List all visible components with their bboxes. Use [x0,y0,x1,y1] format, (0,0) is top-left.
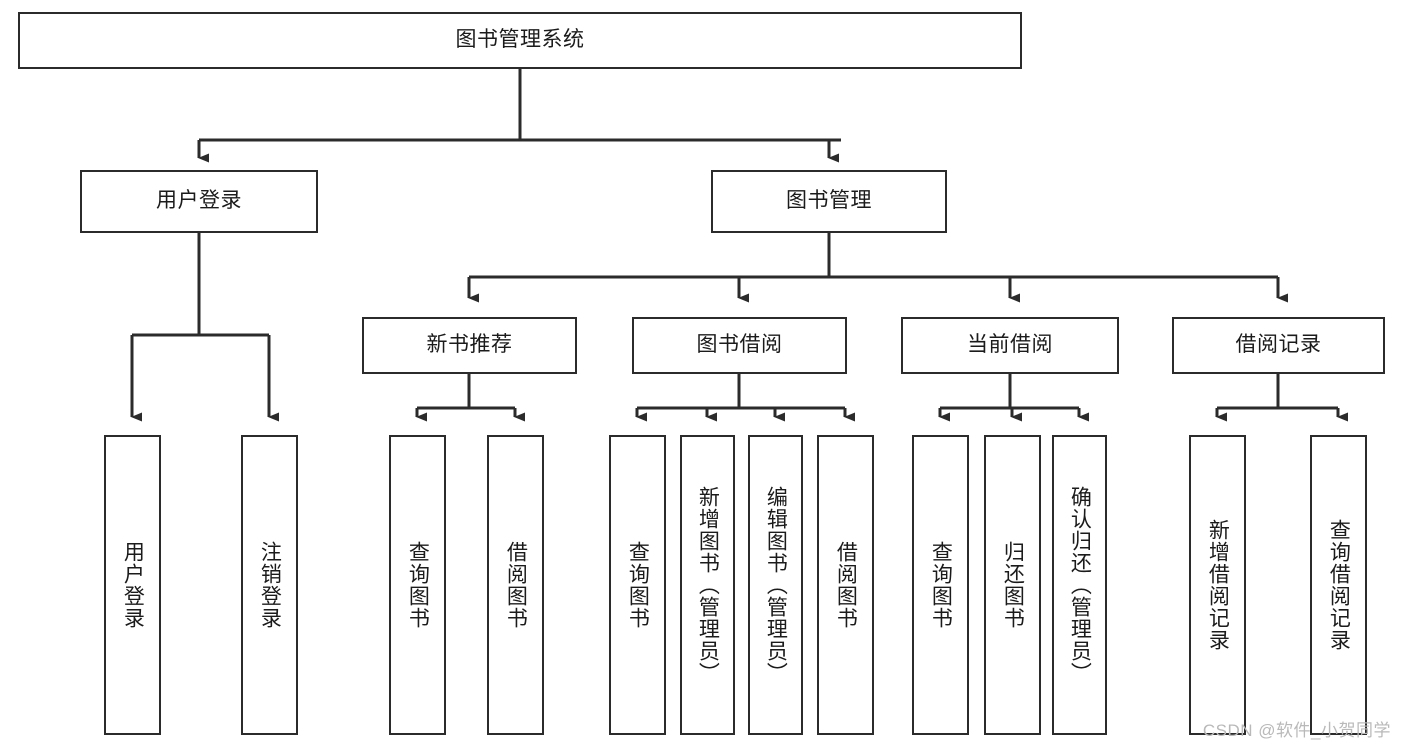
node-leaf-add-book[interactable]: 新增图书（管理员） [680,435,735,735]
node-leaf-query-book-3[interactable]: 查询图书 [912,435,969,735]
node-leaf-borrow-book-2-label: 借阅图书 [834,541,858,629]
node-leaf-logout-label: 注销登录 [258,541,282,629]
node-leaf-return-book[interactable]: 归还图书 [984,435,1041,735]
node-leaf-return-book-label: 归还图书 [1001,541,1025,629]
node-leaf-add-record[interactable]: 新增借阅记录 [1189,435,1246,735]
node-leaf-confirm-return[interactable]: 确认归还（管理员） [1052,435,1107,735]
node-leaf-user-login[interactable]: 用户登录 [104,435,161,735]
node-new-book-recommend-label: 新书推荐 [426,333,513,357]
node-book-borrow-label: 图书借阅 [696,333,783,357]
node-leaf-query-record[interactable]: 查询借阅记录 [1310,435,1367,735]
node-new-book-recommend[interactable]: 新书推荐 [362,317,577,374]
node-root[interactable]: 图书管理系统 [18,12,1022,69]
node-book-manage[interactable]: 图书管理 [711,170,947,233]
node-leaf-add-record-label: 新增借阅记录 [1206,519,1230,651]
node-book-borrow[interactable]: 图书借阅 [632,317,847,374]
node-leaf-edit-book[interactable]: 编辑图书（管理员） [748,435,803,735]
node-root-label: 图书管理系统 [455,28,585,52]
node-book-manage-label: 图书管理 [786,189,872,213]
node-leaf-borrow-book-1-label: 借阅图书 [504,541,528,629]
node-leaf-query-book-1-label: 查询图书 [406,541,430,629]
node-current-borrow-label: 当前借阅 [967,333,1053,357]
watermark-text: CSDN @软件_小贺同学 [1202,721,1391,740]
node-leaf-edit-book-label: 编辑图书（管理员） [764,486,788,684]
node-leaf-query-book-2-label: 查询图书 [626,541,650,629]
node-user-login[interactable]: 用户登录 [80,170,318,233]
node-leaf-confirm-return-label: 确认归还（管理员） [1068,486,1092,684]
node-current-borrow[interactable]: 当前借阅 [901,317,1119,374]
node-leaf-logout[interactable]: 注销登录 [241,435,298,735]
node-leaf-query-book-3-label: 查询图书 [929,541,953,629]
node-leaf-query-book-1[interactable]: 查询图书 [389,435,446,735]
node-borrow-record-label: 借阅记录 [1235,333,1322,357]
node-borrow-record[interactable]: 借阅记录 [1172,317,1385,374]
node-leaf-query-record-label: 查询借阅记录 [1327,519,1351,651]
node-user-login-label: 用户登录 [156,189,242,213]
node-leaf-user-login-label: 用户登录 [121,541,145,629]
node-leaf-query-book-2[interactable]: 查询图书 [609,435,666,735]
node-leaf-borrow-book-1[interactable]: 借阅图书 [487,435,544,735]
node-leaf-add-book-label: 新增图书（管理员） [696,486,720,684]
node-leaf-borrow-book-2[interactable]: 借阅图书 [817,435,874,735]
